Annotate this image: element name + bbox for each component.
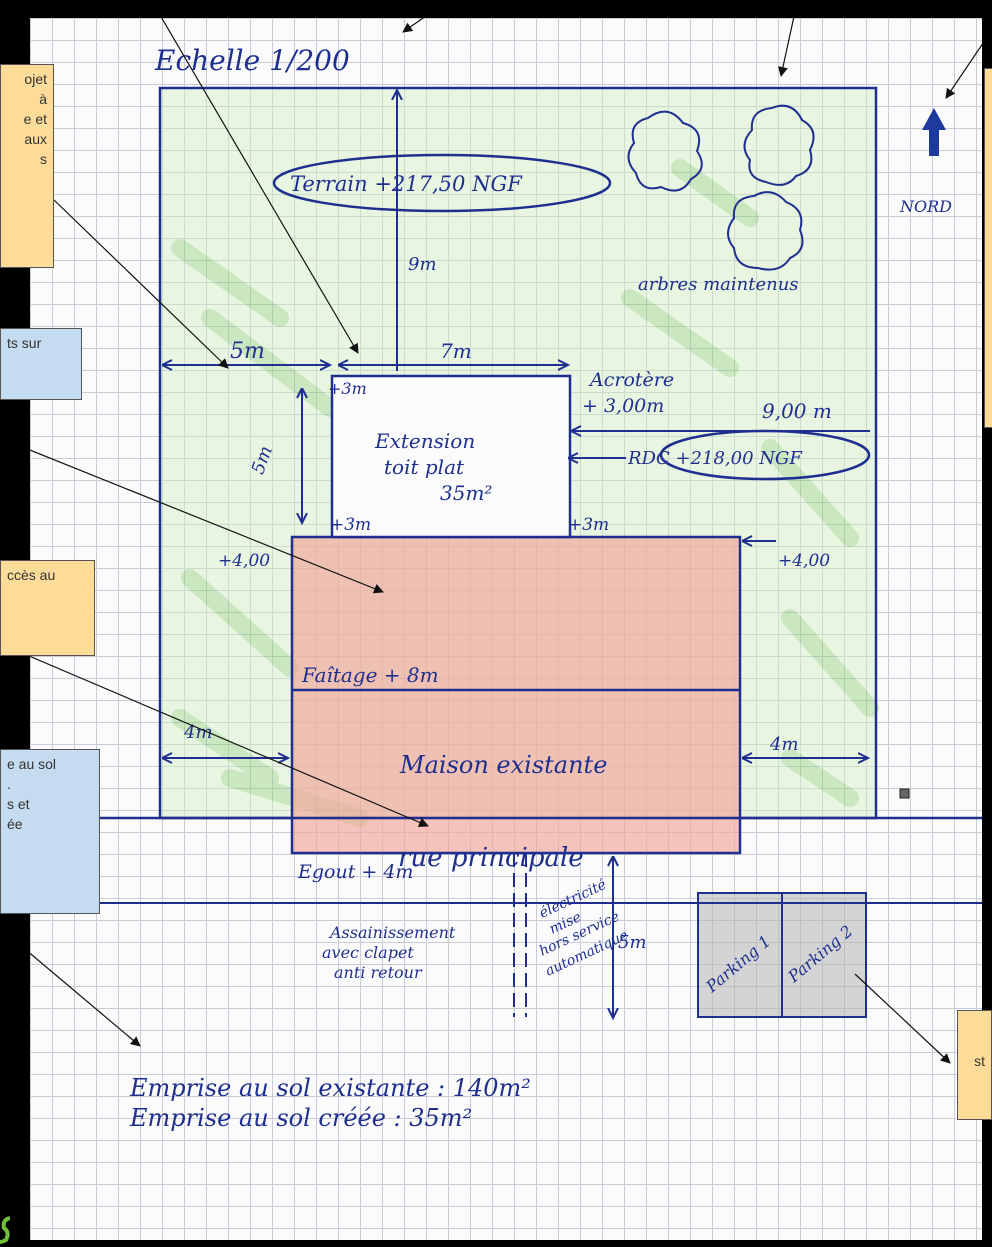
- emprise-existante-label: Emprise au sol existante : 140m²: [129, 1074, 531, 1102]
- existing-house: [290, 535, 742, 855]
- dim-9m: 9m: [408, 254, 437, 275]
- dimension-lines: [164, 90, 870, 1018]
- height-house-right: +4,00: [778, 551, 830, 571]
- height-house-left: +4,00: [218, 551, 270, 571]
- trees-label: arbres maintenus: [638, 274, 799, 295]
- annotation-note-project: ojet à e et aux s: [0, 64, 54, 268]
- annotation-note-emprise: e au sol . s et ée: [0, 749, 100, 914]
- logo-fragment-icon: [0, 1216, 10, 1244]
- annotation-note-parking: st: [957, 1010, 992, 1120]
- assainissement-label-1: Assainissement: [328, 923, 456, 942]
- emprise-creee-label: Emprise au sol créée : 35m²: [129, 1104, 472, 1132]
- extension-label-2: toit plat: [384, 455, 465, 479]
- parking-area: [697, 892, 867, 1018]
- rdc-label: RDC +218,00 NGF: [627, 448, 803, 469]
- north-arrow-icon: [922, 108, 946, 156]
- marker-square: [899, 788, 910, 799]
- height-extension-bottom-right: +3m: [568, 515, 609, 535]
- terrain-ellipse: [272, 153, 612, 213]
- dim-4m-left: 4m: [183, 722, 213, 743]
- height-extension-top-left: +3m: [328, 379, 367, 398]
- egout-label: Egout + 4m: [297, 861, 413, 883]
- annotation-note-heights: ts sur: [0, 328, 82, 400]
- extension-building: [330, 374, 572, 539]
- acrotere-label-1: Acrotère: [588, 369, 674, 391]
- dim-9-00: 9,00 m: [762, 399, 832, 423]
- dim-5m: 5m: [230, 339, 265, 364]
- trees-icon: [627, 104, 815, 271]
- extension-label-1: Extension: [374, 429, 475, 453]
- assainissement-label-2: avec clapet: [322, 943, 414, 962]
- terrain-label: Terrain +217,50 NGF: [290, 172, 523, 196]
- scale-label: Echelle 1/200: [154, 44, 350, 77]
- north-label: NORD: [899, 197, 952, 216]
- dim-7m: 7m: [440, 339, 472, 363]
- house-label: Maison existante: [399, 751, 607, 779]
- assainissement-label-3: anti retour: [334, 963, 423, 982]
- annotation-note-orientation: [984, 68, 992, 428]
- faitage-label: Faîtage + 8m: [301, 663, 439, 687]
- dim-5m-street: 5m: [618, 932, 647, 953]
- annotation-note-access: ccès au: [0, 560, 95, 656]
- acrotere-label-2: + 3,00m: [582, 395, 664, 417]
- street-label: rue principale: [398, 843, 584, 873]
- graph-paper-sheet: Echelle 1/200 Terrain +217,50 NGF arbres…: [30, 18, 982, 1240]
- extension-label-3: 35m²: [440, 481, 492, 505]
- dim-4m-right: 4m: [769, 734, 799, 755]
- height-extension-bottom-left: +3m: [330, 515, 371, 535]
- annotation-pointers: [30, 18, 982, 1064]
- site-plan-drawing: Echelle 1/200 Terrain +217,50 NGF arbres…: [30, 18, 982, 1132]
